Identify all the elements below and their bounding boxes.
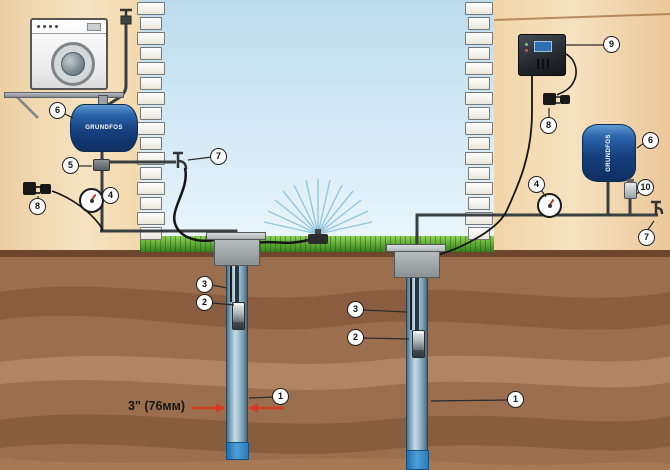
brick xyxy=(468,17,490,30)
callout-3-right-riser: 3 xyxy=(347,301,364,318)
brick xyxy=(465,62,493,75)
left-riser-pipe xyxy=(235,248,239,302)
left-brick-wall xyxy=(136,0,166,252)
right-tap-icon xyxy=(651,200,664,215)
pump-control-unit xyxy=(518,34,566,76)
washing-machine xyxy=(30,18,108,90)
shelf-bracket xyxy=(15,95,39,119)
left-submersible-pump xyxy=(231,302,245,330)
washer-knob-icon xyxy=(37,25,40,28)
garden-hose xyxy=(173,167,309,245)
brick xyxy=(137,92,165,105)
brick xyxy=(468,47,490,60)
brick xyxy=(137,212,165,225)
washer-control-panel xyxy=(32,20,106,34)
power-cable-right xyxy=(437,51,577,256)
brick xyxy=(468,137,490,150)
brick xyxy=(137,32,165,45)
washer-knob-icon xyxy=(55,25,58,28)
supply-valve-icon xyxy=(120,8,132,25)
brand-label: GRUNDFOS xyxy=(85,125,123,131)
diameter-arrows xyxy=(192,403,284,413)
washer-display xyxy=(87,22,101,31)
brick xyxy=(140,197,162,210)
callout-5-fitting: 5 xyxy=(62,157,79,174)
vent-slot xyxy=(537,59,539,69)
indicator-led-red xyxy=(525,49,528,52)
callout-1-right-casing: 1 xyxy=(507,391,524,408)
brick xyxy=(468,77,490,90)
brick xyxy=(465,2,493,15)
callout-2-right-pump: 2 xyxy=(347,329,364,346)
brick xyxy=(465,182,493,195)
leader-lines xyxy=(37,44,655,402)
right-submersible-pump xyxy=(411,330,425,358)
callout-4-left-gauge: 4 xyxy=(102,187,119,204)
vent-slot xyxy=(542,59,544,69)
callout-6-right-tank: 6 xyxy=(642,132,659,149)
callout-3-left-riser: 3 xyxy=(196,276,213,293)
brick xyxy=(465,122,493,135)
right-pressure-tank: GRUNDFOS xyxy=(582,124,636,182)
brick xyxy=(468,107,490,120)
brick xyxy=(468,197,490,210)
callout-7-left-tap: 7 xyxy=(210,148,227,165)
callout-6-left-tank: 6 xyxy=(49,102,66,119)
callout-1-left-casing: 1 xyxy=(272,388,289,405)
callout-10-check-valve: 10 xyxy=(637,179,654,196)
soil-cross-section xyxy=(0,250,670,470)
casing-diameter-label: 3" (76мм) xyxy=(128,399,186,413)
pressure-switch-fitting xyxy=(93,159,110,171)
brick xyxy=(137,182,165,195)
sprinkler-base xyxy=(308,229,328,244)
callout-2-left-pump: 2 xyxy=(196,294,213,311)
callout-8-left-plug: 8 xyxy=(29,198,46,215)
callout-9-control-unit: 9 xyxy=(603,36,620,53)
plug-right-icon xyxy=(543,93,570,105)
right-pump-cable xyxy=(410,256,412,330)
washer-knob-icon xyxy=(43,25,46,28)
brick xyxy=(137,2,165,15)
left-pump-cable xyxy=(230,246,232,302)
check-valve-fitting xyxy=(624,179,637,199)
plug-left-icon xyxy=(23,182,51,195)
brick xyxy=(465,92,493,105)
brick xyxy=(140,17,162,30)
brick xyxy=(465,32,493,45)
callout-8-right-plug: 8 xyxy=(540,117,557,134)
washer-knob-icon xyxy=(49,25,52,28)
brick xyxy=(137,62,165,75)
left-well-head xyxy=(214,240,260,266)
power-cable-left xyxy=(51,190,103,232)
left-pressure-tank: GRUNDFOS xyxy=(70,104,138,152)
brick xyxy=(140,137,162,150)
callout-7-right-tap: 7 xyxy=(638,229,655,246)
right-riser-pipe xyxy=(415,258,419,330)
left-well-head-slab xyxy=(206,232,266,240)
shelf xyxy=(4,92,124,98)
right-brick-wall xyxy=(464,0,494,252)
soil-layers xyxy=(0,250,670,470)
brick xyxy=(468,227,490,240)
right-pressure-gauge xyxy=(537,193,562,218)
ceiling-edge xyxy=(493,13,670,21)
brick xyxy=(465,152,493,165)
brick xyxy=(140,77,162,90)
right-well-head-slab xyxy=(386,244,446,252)
callout-4-right-gauge: 4 xyxy=(528,176,545,193)
sprinkler-spray xyxy=(263,179,373,235)
brick xyxy=(140,167,162,180)
left-well-bottom xyxy=(225,442,249,460)
control-unit-badge xyxy=(534,41,552,52)
brick xyxy=(468,167,490,180)
right-well-head xyxy=(394,252,440,278)
vent-slot xyxy=(547,59,549,69)
indicator-led-green xyxy=(525,43,528,46)
brick xyxy=(140,107,162,120)
brick xyxy=(140,47,162,60)
washer-door-icon xyxy=(51,42,95,86)
